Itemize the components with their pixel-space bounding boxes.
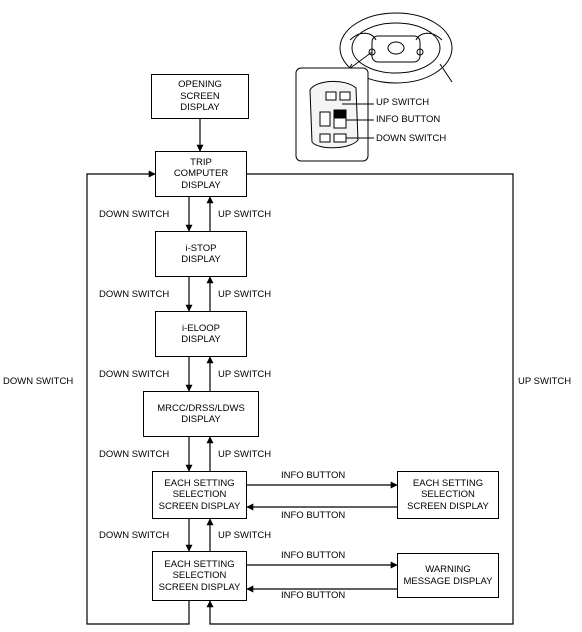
each-setting-text-2: EACH SETTING SELECTION SCREEN DISPLAY xyxy=(158,558,241,593)
opening-screen-text: OPENING SCREEN DISPLAY xyxy=(178,79,222,114)
info-button-label: INFO BUTTON xyxy=(281,590,346,601)
info-button-label: INFO BUTTON xyxy=(281,510,346,521)
down-switch-label: DOWN SWITCH xyxy=(99,449,170,460)
each-setting-box-1: EACH SETTING SELECTION SCREEN DISPLAY xyxy=(152,471,247,519)
each-setting-box-2: EACH SETTING SELECTION SCREEN DISPLAY xyxy=(152,551,247,601)
mrcc-text: MRCC/DRSS/LDWS DISPLAY xyxy=(157,402,245,426)
down-switch-label: DOWN SWITCH xyxy=(99,530,170,541)
opening-screen-box: OPENING SCREEN DISPLAY xyxy=(151,74,249,119)
up-switch-label: UP SWITCH xyxy=(218,289,272,300)
each-setting-text-right: EACH SETTING SELECTION SCREEN DISPLAY xyxy=(407,477,489,512)
istop-text: i-STOP DISPLAY xyxy=(181,242,221,266)
up-switch-label: UP SWITCH xyxy=(218,209,272,220)
mrcc-box: MRCC/DRSS/LDWS DISPLAY xyxy=(143,391,259,437)
ieloop-text: i-ELOOP DISPLAY xyxy=(181,322,221,346)
info-button-label: INFO BUTTON xyxy=(281,550,346,561)
warning-message-text: WARNING MESSAGE DISPLAY xyxy=(403,564,493,587)
down-switch-label: DOWN SWITCH xyxy=(99,289,170,300)
callout-down-switch: DOWN SWITCH xyxy=(376,133,447,144)
arrow-loop-up-to-setting2 xyxy=(206,173,514,625)
up-switch-label: UP SWITCH xyxy=(218,449,272,460)
each-setting-text-1: EACH SETTING SELECTION SCREEN DISPLAY xyxy=(158,477,241,512)
up-switch-label: UP SWITCH xyxy=(218,369,272,380)
trip-computer-box: TRIP COMPUTER DISPLAY xyxy=(155,151,247,197)
ieloop-box: i-ELOOP DISPLAY xyxy=(155,311,247,357)
down-switch-label: DOWN SWITCH xyxy=(99,369,170,380)
trip-computer-text: TRIP COMPUTER DISPLAY xyxy=(173,156,229,191)
istop-box: i-STOP DISPLAY xyxy=(155,231,247,277)
info-button-label: INFO BUTTON xyxy=(281,470,346,481)
warning-message-box: WARNING MESSAGE DISPLAY xyxy=(397,553,499,598)
callout-info-button: INFO BUTTON xyxy=(376,114,441,125)
loop-up-switch-label: UP SWITCH xyxy=(518,376,572,387)
down-switch-label: DOWN SWITCH xyxy=(99,209,170,220)
callout-up-switch: UP SWITCH xyxy=(376,97,430,108)
up-switch-label: UP SWITCH xyxy=(218,530,272,541)
arrow-loop-down-to-trip xyxy=(86,170,190,625)
loop-down-switch-label: DOWN SWITCH xyxy=(3,376,74,387)
switch-panel-illustration xyxy=(295,67,374,162)
each-setting-box-right: EACH SETTING SELECTION SCREEN DISPLAY xyxy=(397,471,499,519)
